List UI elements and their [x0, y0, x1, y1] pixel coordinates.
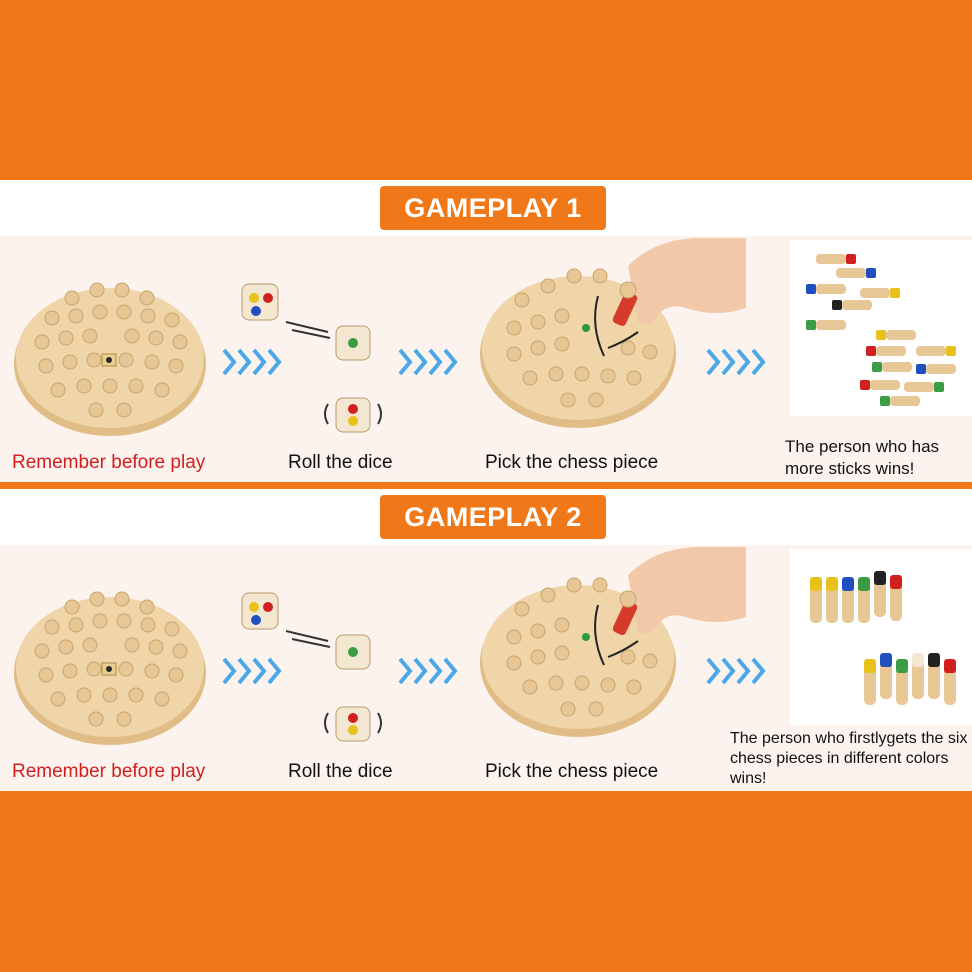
- step-caption-pick: Pick the chess piece: [485, 761, 659, 782]
- gameplay-2-title-row: GAMEPLAY 2: [0, 489, 972, 545]
- gameplay-2-badge: GAMEPLAY 2: [380, 495, 606, 539]
- step-caption-roll: Roll the dice: [288, 452, 393, 473]
- memory-board-illustration: [14, 591, 206, 745]
- hand-picking-piece-illustration: [480, 237, 746, 428]
- arrow-chevrons-icon: [398, 348, 458, 376]
- step-caption-remember: Remember before play: [12, 452, 206, 473]
- arrow-chevrons-icon: [222, 657, 282, 685]
- step-caption-roll: Roll the dice: [288, 761, 393, 782]
- result-caption: The person who has more sticks wins!: [785, 437, 940, 478]
- result-panel: [790, 240, 972, 416]
- hand-picking-piece-illustration: [480, 546, 746, 737]
- dice-icon: [241, 592, 382, 742]
- arrow-chevrons-icon: [706, 348, 766, 376]
- gameplay-1-title-row: GAMEPLAY 1: [0, 180, 972, 236]
- arrow-chevrons-icon: [398, 657, 458, 685]
- memory-board-illustration: [14, 282, 206, 436]
- gameplay-1-steps: Remember before play Roll the dice Pick …: [0, 236, 972, 482]
- gameplay-1-badge: GAMEPLAY 1: [380, 186, 606, 230]
- arrow-chevrons-icon: [706, 657, 766, 685]
- colored-sticks-illustration: [810, 571, 956, 705]
- step-caption-remember: Remember before play: [12, 761, 206, 782]
- result-panel: [790, 549, 972, 725]
- colored-sticks-illustration: [806, 254, 956, 406]
- step-caption-pick: Pick the chess piece: [485, 452, 659, 473]
- gameplay-2-steps: Remember before play Roll the dice Pick …: [0, 545, 972, 791]
- dice-icon: [241, 283, 382, 433]
- arrow-chevrons-icon: [222, 348, 282, 376]
- result-caption: The person who firstlygets the six chess…: [730, 730, 968, 787]
